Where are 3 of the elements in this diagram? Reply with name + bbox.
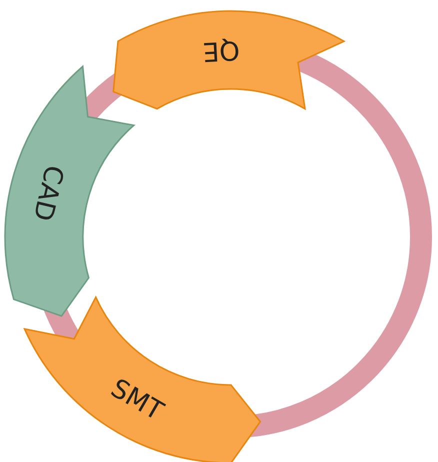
arrow-segment: CAD <box>4 66 135 317</box>
arrow-segment: QE <box>112 10 345 110</box>
arrow-segment: SMT <box>24 296 261 462</box>
